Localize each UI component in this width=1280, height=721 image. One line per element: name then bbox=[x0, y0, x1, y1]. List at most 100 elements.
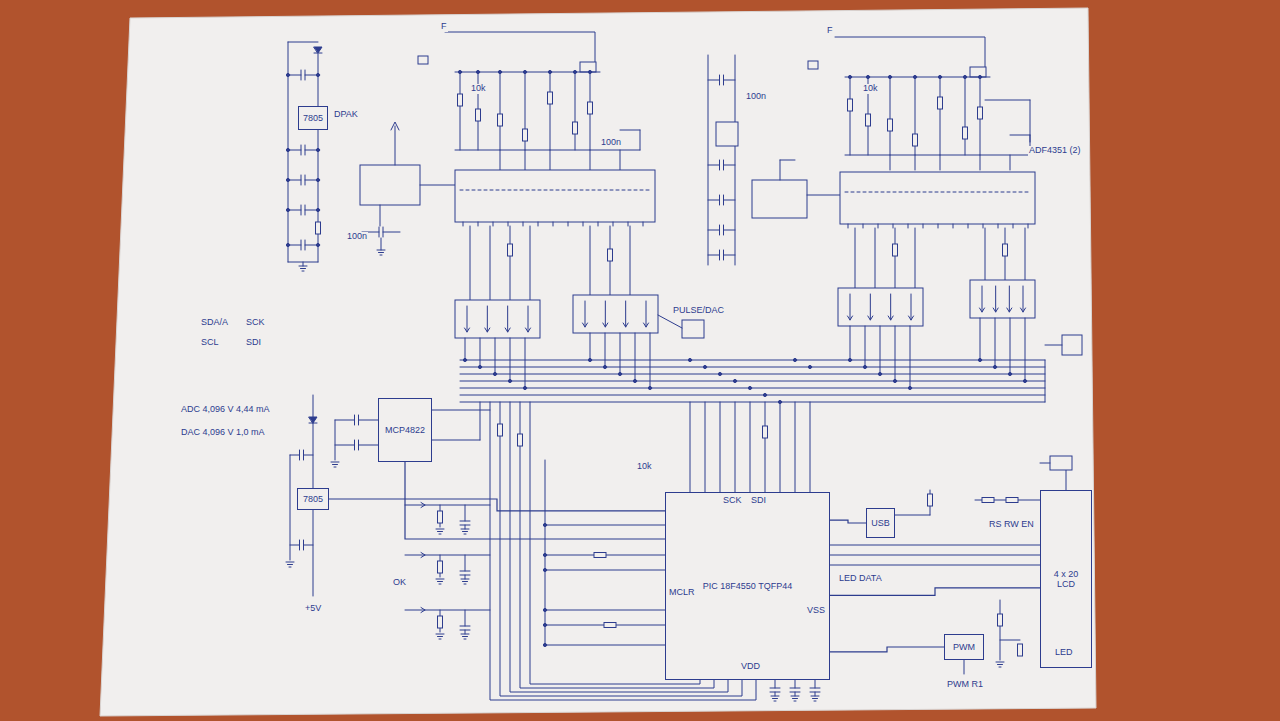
capacitor-symbol bbox=[790, 688, 800, 692]
junction-dot bbox=[573, 70, 576, 73]
schematic-label: 10k bbox=[470, 84, 487, 94]
wire bbox=[465, 555, 466, 571]
wire bbox=[432, 440, 480, 441]
junction-dot bbox=[703, 365, 706, 368]
schematic-label: +5V bbox=[304, 604, 322, 614]
wire bbox=[620, 130, 640, 131]
wire bbox=[995, 286, 996, 312]
junction-dot bbox=[316, 73, 319, 76]
wire bbox=[855, 228, 856, 288]
wire bbox=[908, 224, 909, 228]
schematic-label: ADF4351 (2) bbox=[1028, 146, 1082, 156]
wire bbox=[875, 228, 876, 288]
wire bbox=[288, 42, 318, 43]
transistor-symbol bbox=[1050, 456, 1072, 470]
arrow-head bbox=[505, 328, 510, 332]
part-name: MCP4822 bbox=[385, 425, 425, 435]
capacitor-symbol bbox=[300, 450, 304, 460]
ground-symbol bbox=[436, 529, 444, 534]
wire bbox=[1025, 228, 1026, 280]
wire bbox=[303, 262, 304, 266]
schematic-label: 100n bbox=[346, 232, 368, 242]
wire bbox=[545, 645, 665, 646]
junction-dot bbox=[588, 70, 591, 73]
transistor-symbol bbox=[970, 67, 986, 77]
wire bbox=[590, 226, 591, 295]
wire bbox=[318, 54, 319, 106]
capacitor-symbol bbox=[720, 250, 724, 260]
schematic-label: SCL bbox=[200, 338, 220, 348]
wire bbox=[465, 338, 466, 360]
wire bbox=[998, 224, 999, 228]
part-name: 7805 bbox=[303, 113, 323, 123]
wire bbox=[583, 222, 584, 226]
wire bbox=[1013, 224, 1014, 228]
wire bbox=[775, 692, 776, 696]
junction-dot bbox=[1023, 379, 1026, 382]
wire bbox=[290, 455, 300, 456]
junction-dot bbox=[718, 372, 721, 375]
arrow-head bbox=[421, 553, 425, 558]
wire bbox=[807, 195, 840, 196]
ground-symbol bbox=[286, 562, 294, 567]
wire bbox=[910, 326, 911, 388]
resistor-symbol bbox=[1018, 644, 1023, 656]
wire bbox=[835, 37, 985, 67]
wire bbox=[553, 222, 554, 226]
schematic-label: SCK bbox=[722, 496, 743, 506]
junction-dot bbox=[748, 386, 751, 389]
arrow-head bbox=[623, 323, 628, 327]
arrow-head bbox=[848, 316, 853, 320]
wire-connector bbox=[405, 462, 665, 539]
ground-symbol bbox=[461, 634, 469, 639]
capacitor-symbol bbox=[720, 75, 724, 85]
capacitor-symbol bbox=[810, 688, 820, 692]
wire bbox=[290, 455, 291, 560]
transistor-symbol bbox=[580, 62, 596, 72]
capacitor-symbol bbox=[301, 70, 305, 80]
wire bbox=[915, 228, 916, 288]
wire bbox=[525, 150, 526, 170]
wire bbox=[460, 72, 461, 150]
wire bbox=[1045, 345, 1062, 346]
wire bbox=[1009, 286, 1010, 312]
wire bbox=[1045, 360, 1046, 402]
wire bbox=[735, 146, 736, 265]
wire bbox=[470, 226, 471, 300]
wire bbox=[985, 228, 986, 280]
capacitor-symbol bbox=[355, 440, 359, 450]
wire bbox=[620, 150, 621, 170]
arrow-head bbox=[1007, 308, 1012, 312]
junction-dot bbox=[603, 365, 606, 368]
wire bbox=[465, 630, 466, 634]
wire bbox=[985, 100, 1030, 101]
junction-dot bbox=[498, 70, 501, 73]
component-box: 7805 bbox=[298, 106, 328, 130]
resistor-symbol bbox=[498, 424, 503, 436]
wire bbox=[290, 545, 300, 546]
wire-connector bbox=[830, 647, 944, 652]
junction-dot bbox=[633, 379, 636, 382]
wire bbox=[620, 333, 621, 374]
junction-dot bbox=[908, 386, 911, 389]
wire bbox=[1010, 135, 1030, 136]
wire bbox=[628, 222, 629, 226]
wire bbox=[359, 445, 379, 446]
schematic-label: 10k bbox=[636, 462, 653, 472]
wire bbox=[545, 460, 546, 645]
wire bbox=[980, 318, 981, 360]
ground-symbol bbox=[436, 634, 444, 639]
wire bbox=[724, 255, 736, 256]
arrow-head bbox=[868, 316, 873, 320]
wire bbox=[865, 326, 866, 367]
fuse-symbol bbox=[808, 61, 818, 69]
wire bbox=[405, 555, 425, 556]
schematic-label: F bbox=[440, 22, 448, 32]
junction-dot bbox=[963, 75, 966, 78]
diode-symbol bbox=[309, 417, 317, 423]
part-name: 7805 bbox=[303, 494, 323, 504]
wire bbox=[493, 222, 494, 226]
ic-package bbox=[752, 180, 807, 218]
wire bbox=[585, 301, 586, 327]
